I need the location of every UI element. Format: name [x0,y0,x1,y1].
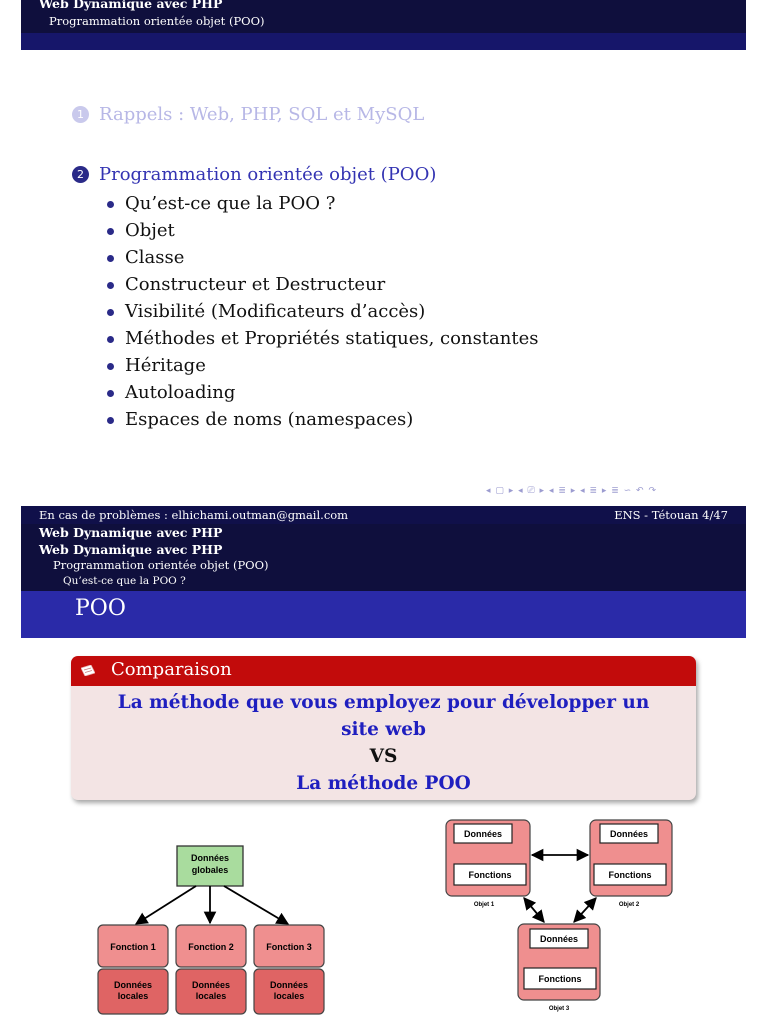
slide2-header-subsection: Qu’est-ce que la POO ? [63,575,186,587]
toc-label-2: Programmation orientée objet (POO) [99,164,437,185]
toc-subsection[interactable]: Constructeur et Destructeur [105,271,539,298]
global-data-node: Données globales [176,845,244,887]
frame-title: POO [75,596,126,621]
arrow-object1-object3 [523,897,545,923]
object-2-data-label: Données [610,829,648,839]
object-1-data-label: Données [464,829,502,839]
toc-item-2[interactable]: 2 Programmation orientée objet (POO) [72,164,436,185]
toc-subsection[interactable]: Objet [105,217,539,244]
toc-subsection[interactable]: Autoloading [105,379,539,406]
function-column-2: Fonction 2 Données locales [175,924,247,1015]
slide1-header-band [21,33,746,50]
comparison-line-vs: VS [369,746,398,767]
frame-title-band [21,591,746,638]
slide1-header-subtitle: Programmation orientée objet (POO) [49,14,265,28]
object-2: Données Fonctions Objet 2 [589,819,673,908]
object-2-functions-label: Fonctions [609,870,652,880]
comparison-block: Comparaison La méthode que vous employez… [71,656,696,800]
slide2-header-line2: Web Dynamique avec PHP [39,542,223,557]
local-data-3-line-2: locales [274,991,305,1001]
object-1-functions-label: Fonctions [469,870,512,880]
local-data-1-line-1: Données [114,980,152,990]
toc-subsection[interactable]: Méthodes et Propriétés statiques, consta… [105,325,539,352]
arrow-object2-object3 [573,897,597,923]
object-3: Données Fonctions Objet 3 [517,923,601,1012]
slide2-header: Web Dynamique avec PHP Web Dynamique ave… [21,524,746,638]
toc-subsection[interactable]: Héritage [105,352,539,379]
toc-subsection[interactable]: Espaces de noms (namespaces) [105,406,539,433]
function-2-label: Fonction 2 [188,942,234,952]
toc-subsection[interactable]: Qu’est-ce que la POO ? [105,190,539,217]
footer-contact: En cas de problèmes : elhichami.outman@g… [39,508,349,522]
footer-page-number: ENS - Tétouan 4/47 [614,508,728,522]
object-2-name: Objet 2 [619,902,640,908]
comparison-line-4: La méthode POO [296,773,471,794]
function-1-label: Fonction 1 [110,942,156,952]
toc-item-1[interactable]: 1 Rappels : Web, PHP, SQL et MySQL [72,104,424,125]
arrow-global-to-f3 [223,885,290,925]
slide1-footer: En cas de problèmes : elhichami.outman@g… [21,506,746,524]
comparison-block-title: Comparaison [111,659,232,680]
slide2-header-section: Programmation orientée objet (POO) [53,558,269,572]
local-data-1-line-2: locales [118,991,149,1001]
local-data-2-line-2: locales [196,991,227,1001]
toc-number-1: 1 [72,106,89,123]
comparison-line-2: site web [341,719,426,740]
global-data-label-2: globales [192,865,229,875]
toc-subsection[interactable]: Classe [105,244,539,271]
toc-number-2: 2 [72,166,89,183]
slide1-header-title: Web Dynamique avec PHP [39,0,223,11]
function-3-label: Fonction 3 [266,942,312,952]
oop-objects-diagram: Données Fonctions Objet 1 Données Foncti… [445,819,673,1012]
comparison-line-1: La méthode que vous employez pour dévelo… [117,692,650,713]
procedural-diagram: Données globales Fonction 1 Données loca… [97,845,325,1015]
comparison-block-header [71,656,696,686]
slide1-header: Web Dynamique avec PHP Programmation ori… [21,0,746,50]
function-column-3: Fonction 3 Données locales [253,924,325,1015]
local-data-2-line-1: Données [192,980,230,990]
object-1: Données Fonctions Objet 1 [445,819,531,908]
note-icon [81,665,95,676]
local-data-3-line-1: Données [270,980,308,990]
toc-label-1: Rappels : Web, PHP, SQL et MySQL [99,104,425,125]
arrow-global-to-f1 [134,885,197,925]
object-3-data-label: Données [540,934,578,944]
object-3-functions-label: Fonctions [539,974,582,984]
slide2-header-line1: Web Dynamique avec PHP [39,525,223,540]
function-column-1: Fonction 1 Données locales [97,924,169,1015]
toc-subsection[interactable]: Visibilité (Modificateurs d’accès) [105,298,539,325]
object-3-name: Objet 3 [549,1006,570,1012]
object-1-name: Objet 1 [474,902,495,908]
toc-subsection-list: Qu’est-ce que la POO ? Objet Classe Cons… [105,190,539,433]
beamer-navigation-icons[interactable]: ◂ ▢ ▸ ◂ ⎚ ▸ ◂ ≣ ▸ ◂ ≣ ▸ ≣ ∽ ↶ ↷ [486,486,658,496]
global-data-label-1: Données [191,853,229,863]
